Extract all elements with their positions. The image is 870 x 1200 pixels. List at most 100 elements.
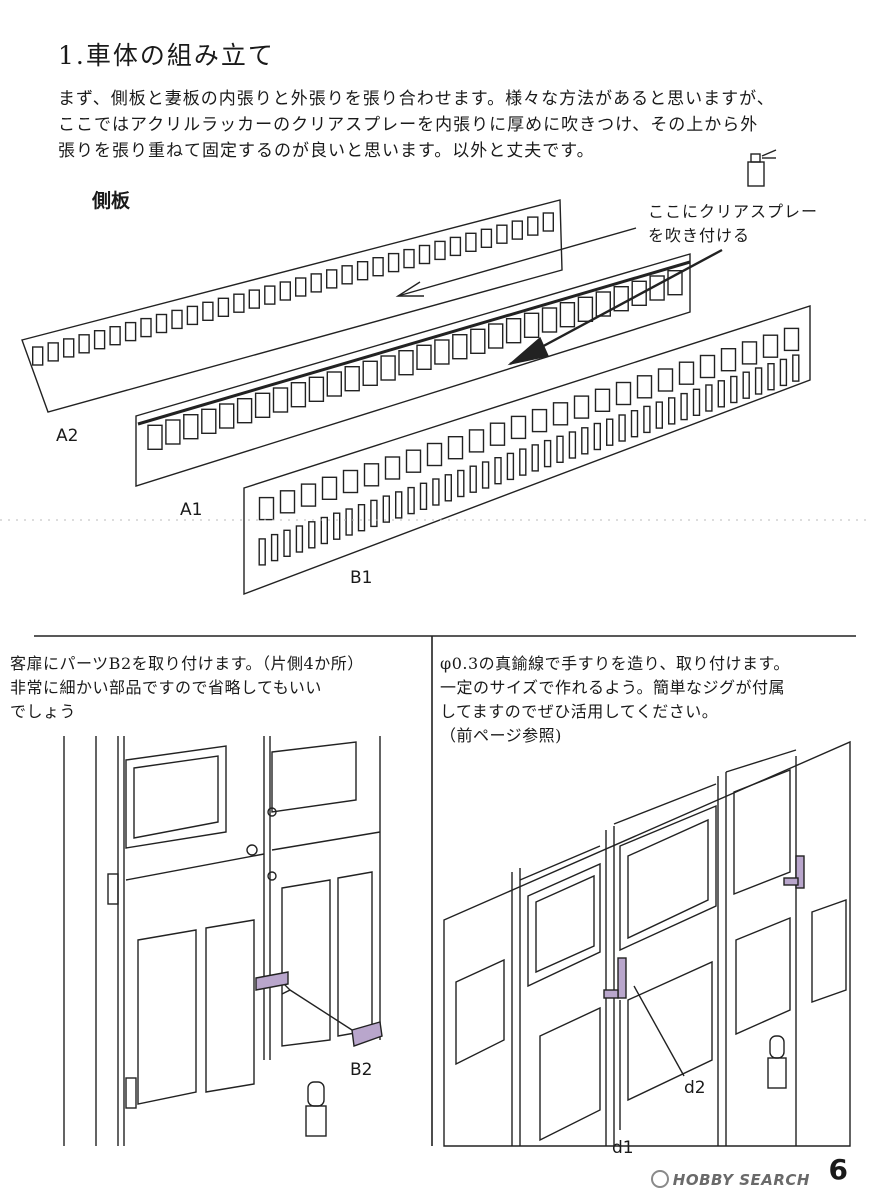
window-opening	[326, 371, 342, 397]
window-opening	[434, 339, 450, 365]
panel-slat	[419, 482, 428, 510]
panel-b1-windows	[258, 327, 800, 566]
panel-slat	[333, 512, 341, 540]
handrail-jig-icon-right	[767, 1035, 787, 1089]
step-right-line: 一定のサイズで作れるよう。簡単なジグが付属	[440, 678, 786, 697]
door-detail-left	[63, 736, 381, 1146]
window-opening	[201, 408, 217, 434]
window-opening	[489, 422, 506, 446]
window-opening	[236, 398, 253, 424]
window-opening	[308, 376, 325, 402]
window-opening	[300, 483, 317, 507]
window-opening	[372, 257, 384, 277]
window-opening	[155, 313, 168, 334]
watermark: HOBBY SEARCH	[650, 1170, 810, 1189]
panel-b1	[243, 305, 811, 596]
window-opening	[248, 289, 261, 309]
window-opening	[559, 302, 576, 328]
window-opening	[426, 442, 443, 467]
page-title: 1.車体の組み立て	[58, 41, 275, 70]
window-opening	[124, 321, 137, 342]
window-opening	[613, 286, 629, 312]
window-opening	[470, 328, 486, 354]
panel-slat	[556, 435, 564, 463]
panel-slat	[543, 439, 552, 468]
panel-slat	[730, 375, 738, 404]
window-opening	[505, 318, 522, 344]
panel-slat	[469, 465, 477, 493]
panel-a1-windows	[147, 270, 683, 450]
panel-slat	[494, 457, 502, 485]
window-opening	[523, 312, 540, 338]
window-opening	[398, 350, 414, 376]
window-opening	[258, 496, 275, 521]
window-opening	[418, 244, 431, 265]
panel-slat	[531, 444, 539, 472]
label-b2: B2	[350, 1060, 373, 1080]
window-opening	[573, 395, 590, 419]
panel-slat	[779, 358, 788, 387]
label-a2: A2	[56, 426, 79, 446]
window-opening	[362, 360, 378, 386]
label-d1: d1	[612, 1138, 634, 1158]
window-opening	[380, 355, 396, 381]
handrail-jig-icon	[305, 1081, 327, 1137]
window-opening	[254, 392, 271, 418]
spray-callout: ここにクリアスプレー を吹き付ける	[648, 200, 818, 248]
panel-slat	[395, 491, 403, 519]
window-opening	[310, 273, 322, 293]
panel-slat	[519, 448, 527, 476]
step-right-line: φ0.3の真鍮線で手すりを造り、取り付けます。	[440, 654, 790, 673]
spray-can-icon	[747, 149, 777, 187]
panel-slat	[382, 495, 390, 523]
window-opening	[218, 403, 235, 429]
panel-slat	[407, 486, 415, 515]
panel-slat	[643, 405, 651, 434]
part-b2	[255, 971, 383, 1047]
window-opening	[699, 354, 716, 379]
window-opening	[552, 402, 569, 426]
arrow-to-a1	[507, 248, 723, 366]
step-left-text: 客扉にパーツB2を取り付けます。（片側4か所） 非常に細かい部品ですので省略して…	[10, 652, 364, 724]
window-opening	[678, 361, 695, 385]
window-opening	[510, 415, 527, 440]
window-opening	[657, 368, 674, 392]
arrow-to-a2	[395, 227, 637, 297]
panel-slat	[618, 414, 626, 442]
panel-slat	[258, 538, 266, 566]
window-opening	[295, 277, 307, 297]
panel-slat	[444, 474, 452, 502]
panel-slat	[630, 410, 639, 438]
window-opening	[171, 309, 183, 330]
window-opening	[109, 326, 121, 346]
panel-slat	[754, 367, 763, 395]
window-opening	[527, 216, 539, 236]
window-opening	[344, 366, 360, 392]
callout-line: ここにクリアスプレー	[648, 202, 819, 221]
intro-line: ここではアクリルラッカーのクリアスプレーを内張りに厚めに吹きつけ、その上から外	[58, 115, 759, 135]
panel-slat	[432, 478, 440, 506]
handrail-detail-right	[443, 740, 851, 1147]
window-opening	[165, 419, 181, 445]
window-opening	[186, 305, 199, 326]
step-left-line: 客扉にパーツB2を取り付けます。（片側4か所）	[10, 654, 364, 673]
window-opening	[47, 342, 59, 362]
section-label-side-panel: 側板	[92, 190, 131, 212]
panel-slat	[320, 516, 328, 545]
window-opening	[449, 236, 462, 257]
panel-slat	[767, 363, 775, 391]
panel-slat	[283, 529, 291, 557]
panel-slat	[717, 380, 725, 408]
window-opening	[447, 436, 464, 460]
window-opening	[667, 270, 683, 296]
watermark-logo-icon	[650, 1170, 669, 1188]
window-opening	[279, 490, 296, 514]
intro-line: まず、側板と妻板の内張りと外張りを張り合わせます。様々な方法があると思いますが、	[58, 89, 775, 109]
window-opening	[636, 375, 653, 399]
window-opening	[762, 334, 779, 358]
panel-slat	[606, 418, 614, 446]
window-opening	[542, 212, 554, 232]
panel-slat	[345, 508, 353, 536]
window-opening	[595, 291, 611, 317]
